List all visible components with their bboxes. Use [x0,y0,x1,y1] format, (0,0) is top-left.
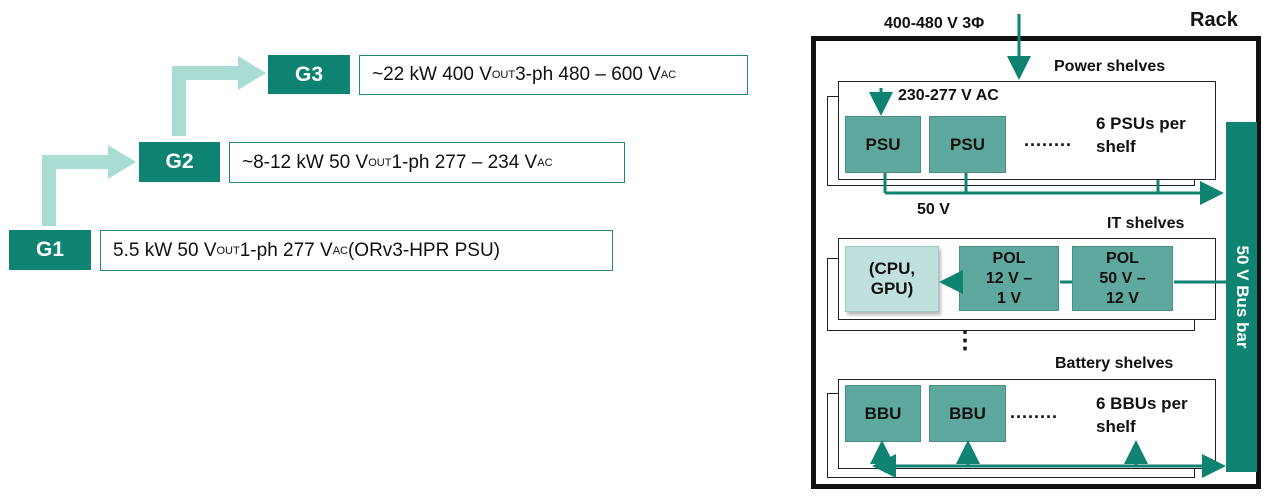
rack-input-label: 400-480 V 3Φ [884,15,985,32]
rack-frame [811,36,1261,489]
psu-dots: ........ [1024,130,1073,150]
g1-badge: G1 [9,230,91,270]
cpu-gpu-block: (CPU,GPU) [845,246,939,312]
rack-title: Rack [1190,9,1238,31]
bus-bar-label: 50 V Bus bar [1232,245,1252,349]
g2-badge: G2 [139,142,220,182]
bbu-block-1: BBU [845,385,921,442]
dc-output-label: 50 V [917,201,950,218]
it-shelves-title: IT shelves [1107,215,1185,232]
psu-block-2: PSU [929,116,1006,173]
vertical-ellipsis: ⋮ [953,327,977,354]
bus-bar: 50 V Bus bar [1226,122,1257,472]
battery-shelves-title: Battery shelves [1055,355,1174,372]
power-shelves-title: Power shelves [1054,58,1166,75]
g3-badge: G3 [268,55,350,94]
bbu-dots: ........ [1010,402,1059,422]
bbu-block-2: BBU [929,385,1006,442]
ac-input-label: 230-277 V AC [898,87,999,104]
psu-block-1: PSU [845,116,921,173]
